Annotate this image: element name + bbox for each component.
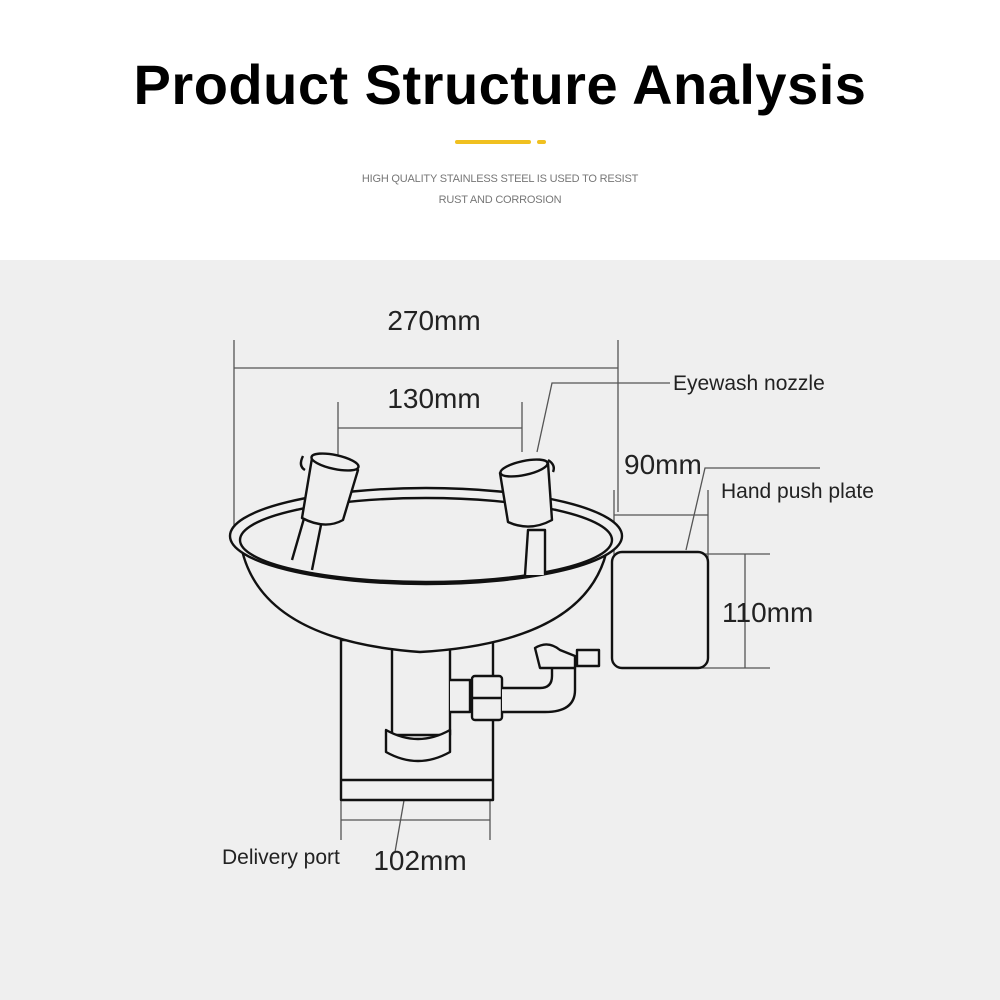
delivery-pipe [390, 650, 452, 737]
valve [575, 648, 601, 668]
header: Product Structure Analysis HIGH QUALITY … [0, 0, 1000, 260]
label-eyewash-nozzle: Eyewash nozzle [673, 372, 825, 395]
dim-102mm: 102mm [373, 845, 466, 876]
accent-dot [537, 140, 546, 144]
right-stem [523, 528, 547, 576]
subtitle-line-1: HIGH QUALITY STAINLESS STEEL IS USED TO … [361, 173, 639, 185]
label-delivery-port: Delivery port [222, 846, 340, 869]
dim-110mm: 110mm [722, 597, 813, 628]
accent-bar [455, 140, 531, 144]
label-hand-push-plate: Hand push plate [721, 480, 874, 503]
right-nozzle [498, 461, 554, 528]
delivery-port-ring [384, 728, 452, 763]
dim-130mm: 130mm [387, 383, 480, 414]
eyewash-drawing [228, 452, 710, 802]
left-nozzle [300, 456, 360, 526]
dim-270mm: 270mm [387, 305, 480, 336]
page-title: Product Structure Analysis [133, 53, 867, 116]
hand-push-plate [610, 550, 710, 670]
dim-90mm: 90mm [624, 449, 702, 480]
subtitle-line-2: RUST AND CORROSION [438, 194, 562, 206]
